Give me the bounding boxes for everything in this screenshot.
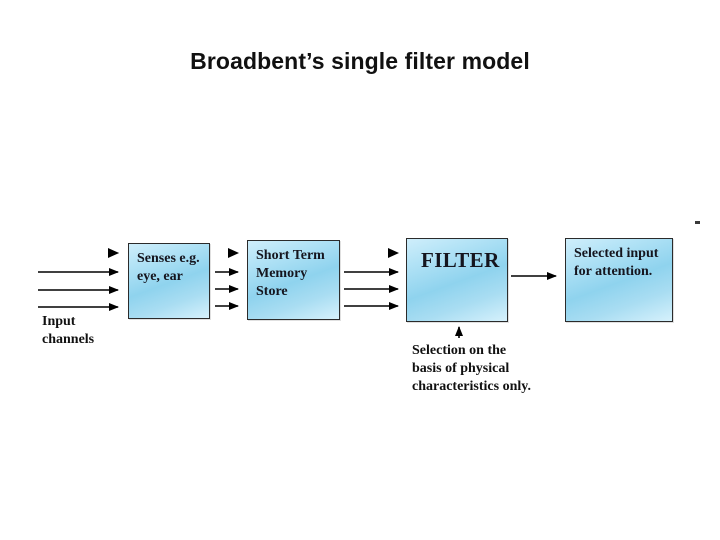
diagram-box-senses[interactable]: Senses e.g. eye, ear: [128, 243, 210, 319]
label-selection-note: Selection on the basis of physical chara…: [412, 343, 531, 394]
diagram-box-short-term-memory-store-label: Short Term Memory Store: [256, 248, 325, 299]
page-title: Broadbent’s single filter model: [190, 48, 530, 74]
diagram-box-short-term-memory-store[interactable]: Short Term Memory Store: [247, 240, 340, 320]
arrowhead-into-senses-top: [108, 248, 119, 258]
stray-dot-artifact: [695, 221, 700, 224]
arrow-group-senses-to-stm: [215, 268, 239, 310]
label-input-channels: Input channels: [42, 314, 95, 347]
diagram-box-senses-label: Senses e.g. eye, ear: [137, 251, 200, 284]
arrowhead-stm-to-filter-top: [388, 248, 399, 258]
arrow-group-stm-to-filter: [344, 268, 399, 310]
diagram-box-filter[interactable]: FILTER: [406, 238, 508, 322]
diagram-box-selected-input[interactable]: Selected input for attention.: [565, 238, 673, 322]
arrow-group-into-senses: [38, 249, 119, 311]
diagram-box-selected-input-label: Selected input for attention.: [574, 246, 659, 279]
arrowhead-senses-to-stm-top: [228, 248, 239, 258]
diagram-box-filter-label: FILTER: [421, 248, 500, 272]
